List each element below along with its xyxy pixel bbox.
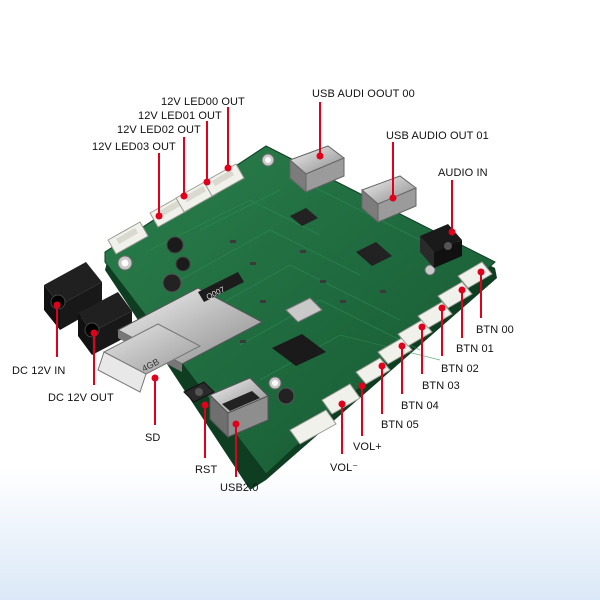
label-usb-audio-out-01: USB AUDIO OUT 01 (386, 130, 489, 142)
dc-12v-out-jack (78, 292, 132, 355)
usb-audio-out-00-port (289, 145, 345, 194)
label-audio-in: AUDIO IN (438, 167, 488, 179)
label-rst: RST (195, 464, 218, 476)
label-btn04: BTN 04 (401, 400, 439, 412)
leader-lines (53, 102, 485, 477)
label-vol-plus: VOL+ (353, 441, 382, 453)
label-sd: SD (145, 432, 161, 444)
label-vol-minus: VOL⁻ (330, 462, 359, 474)
sd-card-slot: 4GB (97, 287, 264, 393)
label-led01-out: 12V LED01 OUT (138, 110, 222, 122)
led03-connector (107, 221, 149, 255)
components: Q007 (162, 208, 392, 405)
label-btn05: BTN 05 (381, 419, 419, 431)
label-btn03: BTN 03 (422, 380, 460, 392)
btn00-connector (457, 261, 493, 289)
vol-minus-connector (289, 409, 337, 445)
usb-audio-out-01-port (361, 175, 417, 224)
vol-plus-connector (321, 383, 361, 415)
label-btn00: BTN 00 (476, 324, 514, 336)
label-btn01: BTN 01 (456, 343, 494, 355)
rst-button (183, 381, 215, 403)
label-usb-audio-out-00: USB AUDI OOUT 00 (312, 88, 415, 100)
label-btn02: BTN 02 (441, 363, 479, 375)
label-led03-out: 12V LED03 OUT (92, 141, 176, 153)
label-led02-out: 12V LED02 OUT (117, 124, 201, 136)
label-dc-12v-out: DC 12V OUT (48, 392, 114, 404)
label-dc-12v-in: DC 12V IN (12, 365, 66, 377)
label-led00-out: 12V LED00 OUT (161, 96, 245, 108)
label-usb2: USB2.0 (220, 482, 259, 494)
led-connectors (107, 163, 245, 255)
